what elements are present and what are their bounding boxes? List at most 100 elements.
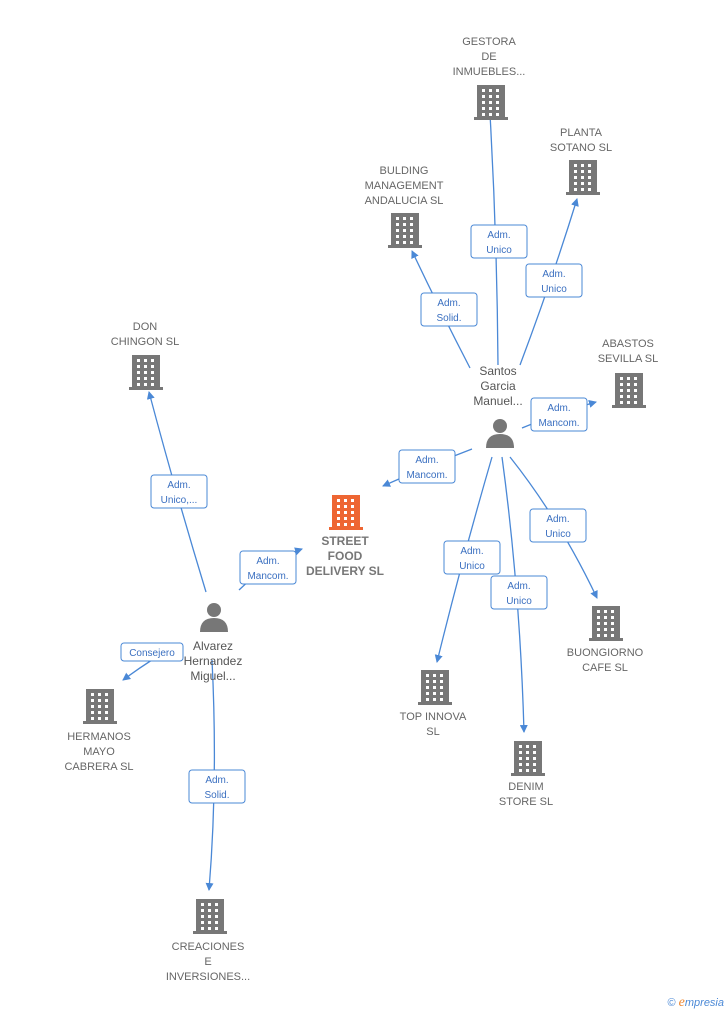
don-company-label-line: DON [133, 321, 158, 333]
santos-denim-role-text: Adm. Unico [506, 581, 532, 607]
santos-person-label-line: Garcia [480, 379, 516, 393]
santos-gestora-role-badge[interactable]: Adm. Unico [470, 224, 528, 259]
santos-planta-role-line: Unico [541, 284, 567, 295]
gestora-building-icon[interactable] [474, 85, 508, 120]
bulding-building-icon[interactable] [388, 213, 422, 248]
santos-planta-role-badge[interactable]: Adm. Unico [525, 263, 583, 298]
alvarez-hermanos-role-text: Consejero [129, 648, 175, 659]
alvarez-center-role-line: Mancom. [247, 571, 288, 582]
alvarez-person-label-line: Miguel... [190, 669, 235, 683]
santos-topinnova-role-badge[interactable]: Adm. Unico [443, 540, 501, 575]
don-building-icon[interactable] [129, 355, 163, 390]
abastos-company-label-line: ABASTOS [602, 338, 654, 350]
alvarez-hermanos-role-badge[interactable]: Consejero [120, 642, 184, 662]
santos-person-label-line: Manuel... [473, 394, 522, 408]
santos-topinnova-role-line: Adm. [460, 546, 483, 557]
bulding-company-label: BULDING MANAGEMENT ANDALUCIA SL [365, 165, 444, 207]
abastos-company-label: ABASTOS SEVILLA SL [598, 338, 659, 365]
santos-denim-role-line: Unico [506, 596, 532, 607]
hermanos-building-icon[interactable] [83, 689, 117, 724]
bulding-company-label-line: BULDING [380, 165, 429, 177]
alvarez-don-role-badge[interactable]: Adm. Unico,... [150, 474, 208, 509]
planta-company-label-line: PLANTA [560, 127, 603, 139]
santos-center-role-line: Adm. [415, 455, 438, 466]
brand-logo-text: mpresia [684, 997, 724, 1009]
planta-building-icon[interactable] [566, 160, 600, 195]
planta-company-label: PLANTA SOTANO SL [550, 127, 612, 154]
abastos-building-icon[interactable] [612, 373, 646, 408]
topinnova-building-icon[interactable] [418, 670, 452, 705]
gestora-company-label-line: GESTORA [462, 36, 516, 48]
alvarez-hermanos-role-line: Consejero [129, 648, 175, 659]
bulding-company-label-line: ANDALUCIA SL [365, 195, 444, 207]
creaciones-building-icon[interactable] [193, 899, 227, 934]
santos-bulding-role-line: Adm. [437, 298, 460, 309]
alvarez-creaciones-role-text: Adm. Solid. [204, 775, 229, 801]
creaciones-company-label-line: CREACIONES [172, 941, 245, 953]
buongiorno-company-label: BUONGIORNO CAFE SL [567, 647, 644, 674]
copyright-icon: © [667, 997, 676, 1009]
santos-bulding-role-line: Solid. [436, 313, 461, 324]
alvarez-don-role-line: Unico,... [161, 495, 198, 506]
alvarez-person-label-line: Alvarez [193, 639, 233, 653]
center-company-label-line: STREET [321, 534, 369, 548]
gestora-company-label: GESTORA DE INMUEBLES... [453, 36, 526, 78]
topinnova-company-label-line: TOP INNOVA [400, 711, 467, 723]
santos-gestora-role-line: Adm. [487, 230, 510, 241]
santos-planta-role-line: Adm. [542, 269, 565, 280]
santos-denim-role-badge[interactable]: Adm. Unico [490, 575, 548, 610]
santos-gestora-role-line: Unico [486, 245, 512, 256]
abastos-company-label-line: SEVILLA SL [598, 353, 659, 365]
don-company-label-line: CHINGON SL [111, 336, 179, 348]
santos-denim-role-line: Adm. [507, 581, 530, 592]
santos-bulding-role-text: Adm. Solid. [436, 298, 461, 324]
center-company-label-line: FOOD [328, 549, 363, 563]
denim-company-label-line: STORE SL [499, 796, 553, 808]
creaciones-company-label-line: INVERSIONES... [166, 971, 250, 983]
santos-gestora-role-text: Adm. Unico [486, 230, 512, 256]
denim-company-label-line: DENIM [508, 781, 543, 793]
hermanos-company-label-line: MAYO [83, 746, 115, 758]
santos-center-role-badge[interactable]: Adm. Mancom. [398, 449, 456, 484]
santos-person-icon[interactable] [486, 419, 514, 448]
hermanos-company-label-line: CABRERA SL [64, 761, 133, 773]
planta-company-label-line: SOTANO SL [550, 142, 612, 154]
brand-footer: ©empresia [668, 995, 724, 1011]
bulding-company-label-line: MANAGEMENT [365, 180, 444, 192]
buongiorno-company-label-line: BUONGIORNO [567, 647, 644, 659]
santos-abastos-role-line: Mancom. [538, 418, 579, 429]
alvarez-person-label-line: Hernandez [184, 654, 243, 668]
santos-topinnova-role-line: Unico [459, 561, 485, 572]
alvarez-creaciones-role-line: Solid. [204, 790, 229, 801]
gestora-company-label-line: DE [481, 51, 496, 63]
santos-buongiorno-role-line: Adm. [546, 514, 569, 525]
alvarez-creaciones-role-line: Adm. [205, 775, 228, 786]
center-company-label-line: DELIVERY SL [306, 564, 384, 578]
alvarez-person-icon[interactable] [200, 603, 228, 632]
santos-bulding-role-badge[interactable]: Adm. Solid. [420, 292, 478, 327]
alvarez-creaciones-role-badge[interactable]: Adm. Solid. [188, 769, 246, 804]
denim-building-icon[interactable] [511, 741, 545, 776]
santos-abastos-role-badge[interactable]: Adm.Mancom. [530, 397, 588, 432]
alvarez-don-role-line: Adm. [167, 480, 190, 491]
alvarez-center-role-line: Adm. [256, 556, 279, 567]
santos-abastos-role-text: Adm.Mancom. [538, 403, 579, 429]
brand-logo-initial: e [678, 995, 685, 1010]
santos-topinnova-role-text: Adm. Unico [459, 546, 485, 572]
alvarez-center-role-text: Adm. Mancom. [247, 556, 288, 582]
santos-buongiorno-role-text: Adm. Unico [545, 514, 571, 540]
santos-buongiorno-role-badge[interactable]: Adm. Unico [529, 508, 587, 543]
center-building-icon[interactable] [329, 495, 363, 530]
gestora-company-label-line: INMUEBLES... [453, 66, 526, 78]
santos-center-role-line: Mancom. [406, 470, 447, 481]
santos-buongiorno-role-line: Unico [545, 529, 571, 540]
alvarez-center-role-badge[interactable]: Adm. Mancom. [239, 550, 297, 585]
santos-planta-role-text: Adm. Unico [541, 269, 567, 295]
buongiorno-building-icon[interactable] [589, 606, 623, 641]
buongiorno-company-label-line: CAFE SL [582, 662, 628, 674]
